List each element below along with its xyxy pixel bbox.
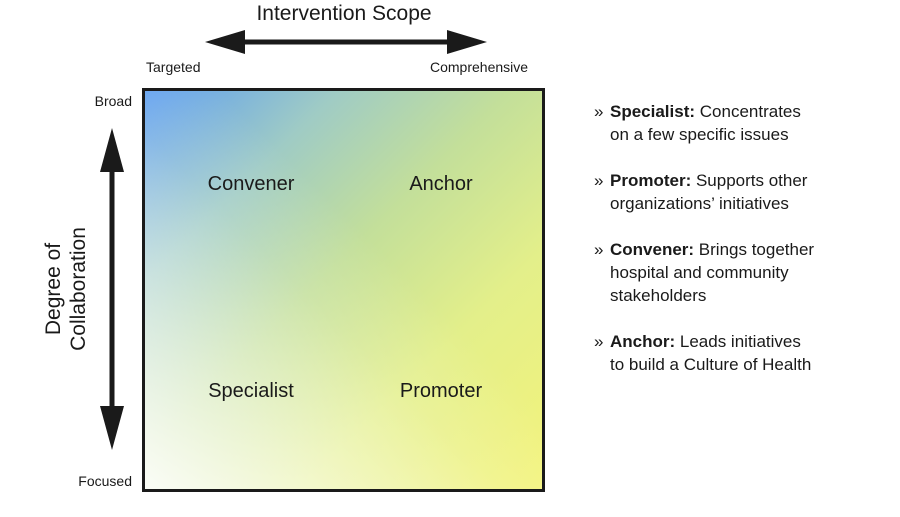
bullet-icon: » (594, 332, 604, 351)
legend-desc-line2: organizations’ initiatives (610, 194, 789, 213)
legend-desc: Concentrates (695, 102, 801, 121)
quadrant-convener: Convener (207, 173, 295, 195)
legend-desc-line3: stakeholders (610, 286, 707, 305)
legend-desc-line2: on a few specific issues (610, 125, 789, 144)
vertical-double-arrow-icon (100, 128, 124, 450)
quadrant-promoter: Promoter (399, 380, 483, 402)
y-axis-title-line1: Degree of (42, 242, 65, 336)
bullet-icon: » (594, 171, 604, 190)
legend-term: Specialist: (610, 102, 696, 121)
legend-desc-line2: to build a Culture of Health (610, 355, 812, 374)
legend: » Specialist: Concentrates on a few spec… (594, 100, 894, 399)
legend-item-specialist: » Specialist: Concentrates on a few spec… (594, 100, 894, 146)
y-axis-top-label: Broad (94, 93, 132, 109)
x-axis-right-label: Comprehensive (430, 59, 529, 75)
x-axis-title: Intervention Scope (256, 2, 432, 25)
legend-term: Anchor: (610, 332, 676, 351)
legend-term: Promoter: (610, 171, 692, 190)
legend-desc: Leads initiatives (675, 332, 801, 351)
y-axis-bottom-label: Focused (78, 473, 132, 489)
bullet-icon: » (594, 240, 604, 259)
legend-desc-line2: hospital and community (610, 263, 789, 282)
quadrant-anchor: Anchor (409, 173, 473, 195)
legend-item-convener: » Convener: Brings together hospital and… (594, 238, 894, 307)
quadrant-specialist: Specialist (208, 380, 294, 402)
x-axis-left-label: Targeted (146, 59, 201, 75)
quadrant-matrix: Convener Anchor Specialist Promoter (142, 88, 545, 492)
legend-desc: Brings together (694, 240, 815, 259)
legend-item-promoter: » Promoter: Supports other organizations… (594, 169, 894, 215)
bullet-icon: » (594, 102, 604, 121)
legend-desc: Supports other (691, 171, 808, 190)
y-axis-title: Degree of Collaboration (41, 159, 91, 419)
legend-item-anchor: » Anchor: Leads initiatives to build a C… (594, 330, 894, 376)
legend-term: Convener: (610, 240, 695, 259)
horizontal-double-arrow-icon (205, 30, 487, 54)
y-axis-title-line2: Collaboration (67, 227, 90, 351)
